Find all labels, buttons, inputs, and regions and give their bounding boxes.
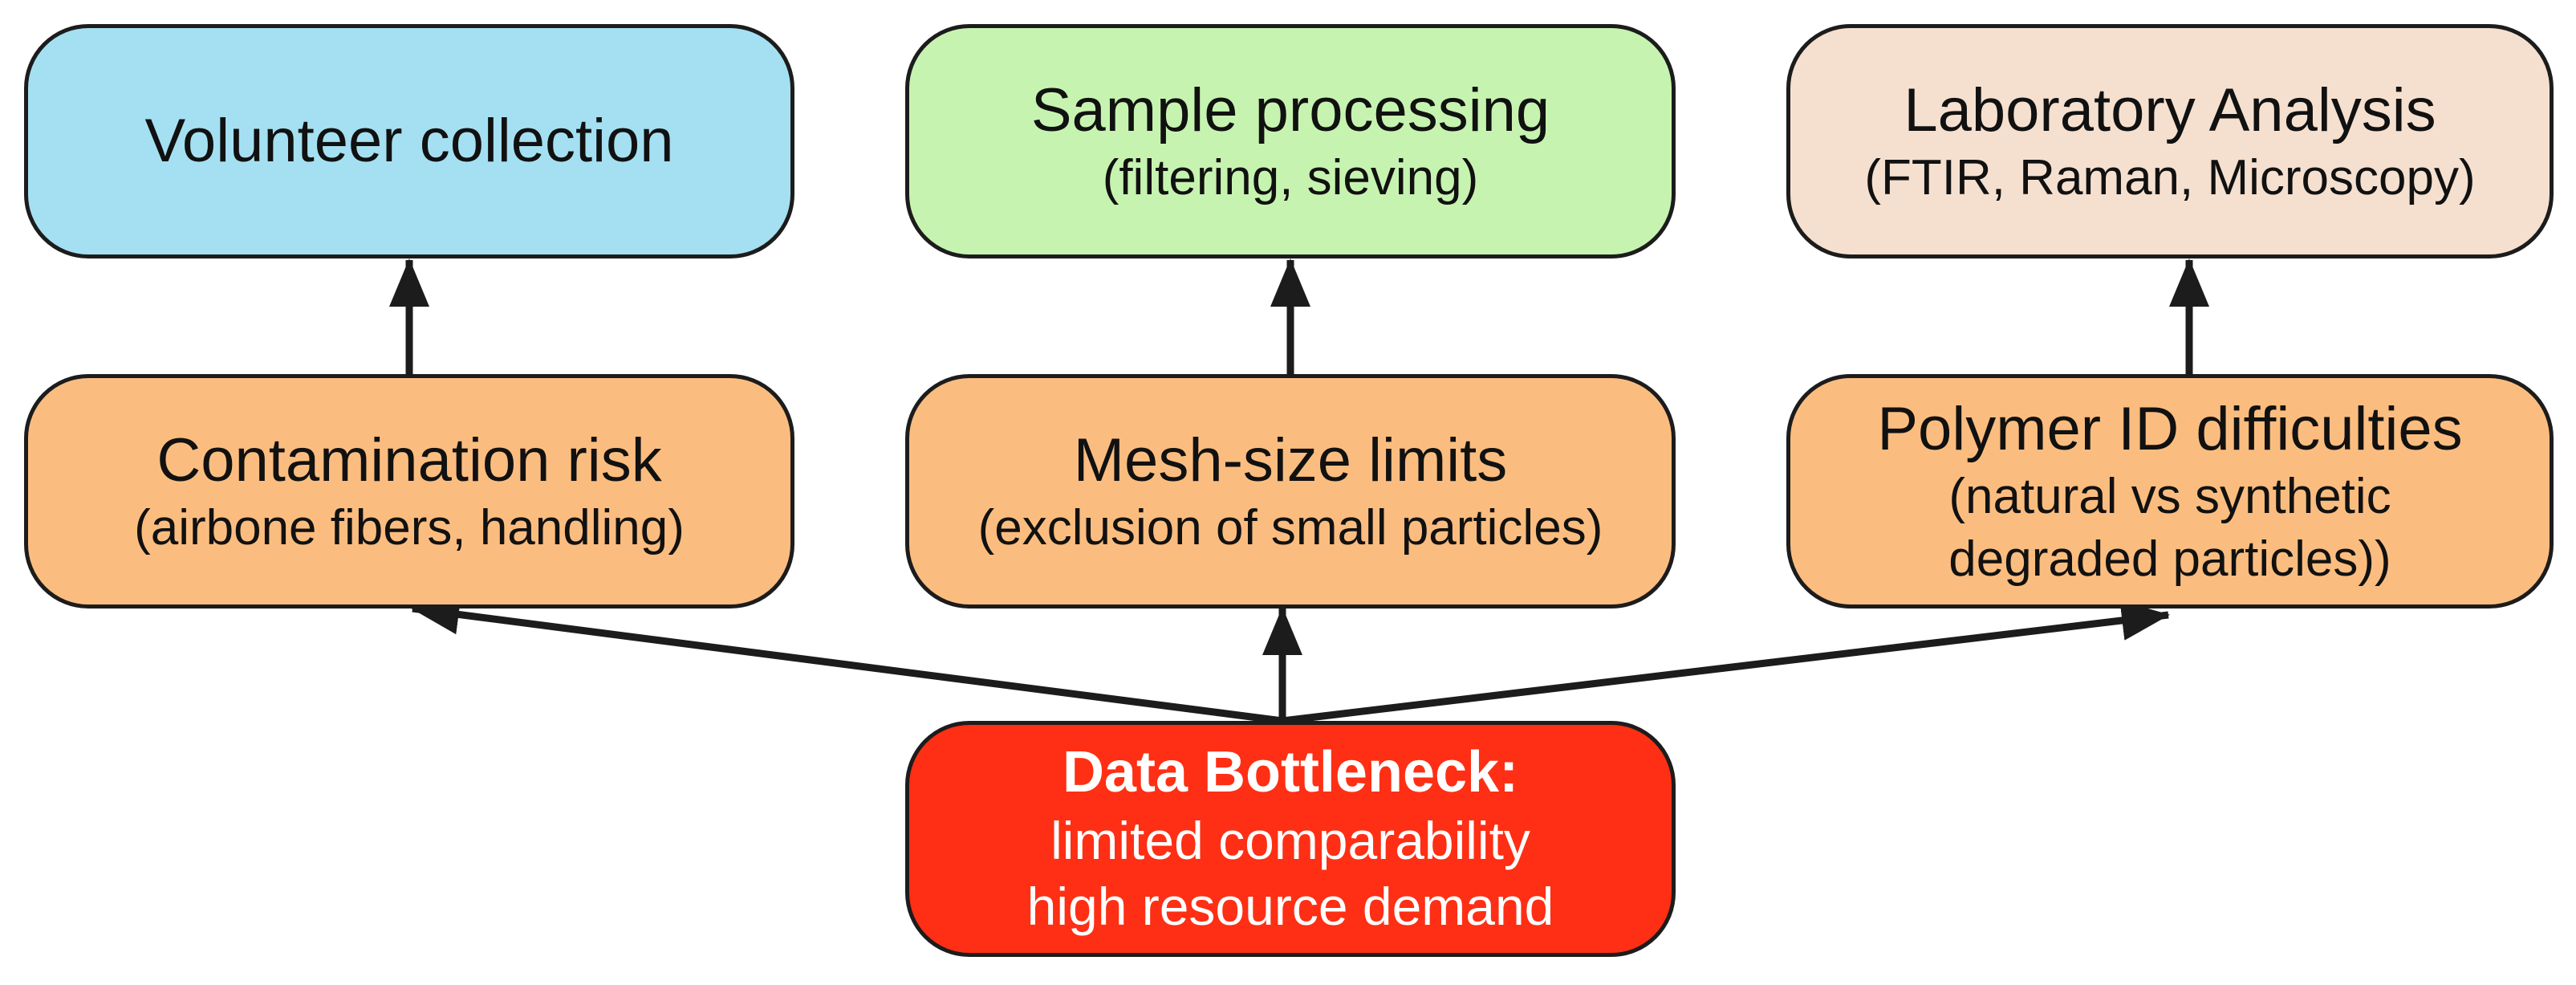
arrow-bottleneck-to-polymer (1282, 600, 2170, 725)
node-title: Mesh-size limits (1073, 425, 1508, 495)
node-subtitle-line: limited comparability (1050, 810, 1530, 870)
node-subtitle: (airbone fibers, handling) (134, 499, 685, 556)
arrow-bottleneck-to-contamination (411, 594, 1283, 725)
node-volunteer-collection: Volunteer collection (24, 24, 794, 258)
node-title: Sample processing (1030, 75, 1550, 144)
node-laboratory-analysis: Laboratory Analysis (FTIR, Raman, Micros… (1786, 24, 2554, 258)
node-subtitle: (FTIR, Raman, Microscopy) (1864, 149, 2476, 206)
node-title: Polymer ID difficulties (1877, 394, 2463, 463)
node-subtitle-line: high resource demand (1026, 877, 1554, 937)
node-subtitle-line: degraded particles)) (1948, 531, 2391, 587)
node-subtitle-line: (natural vs synthetic (1948, 469, 2391, 525)
node-polymer-id-difficulties: Polymer ID difficulties (natural vs synt… (1786, 374, 2554, 609)
node-data-bottleneck: Data Bottleneck: limited comparability h… (905, 721, 1676, 957)
node-title: Volunteer collection (144, 107, 674, 176)
node-title: Contamination risk (156, 425, 662, 495)
node-mesh-size-limits: Mesh-size limits (exclusion of small par… (905, 374, 1676, 609)
node-subtitle: (filtering, sieving) (1102, 149, 1479, 206)
node-subtitle: (exclusion of small particles) (977, 499, 1603, 556)
node-contamination-risk: Contamination risk (airbone fibers, hand… (24, 374, 794, 609)
node-title: Data Bottleneck: (1062, 740, 1519, 805)
node-sample-processing: Sample processing (filtering, sieving) (905, 24, 1676, 258)
node-title: Laboratory Analysis (1904, 75, 2436, 144)
